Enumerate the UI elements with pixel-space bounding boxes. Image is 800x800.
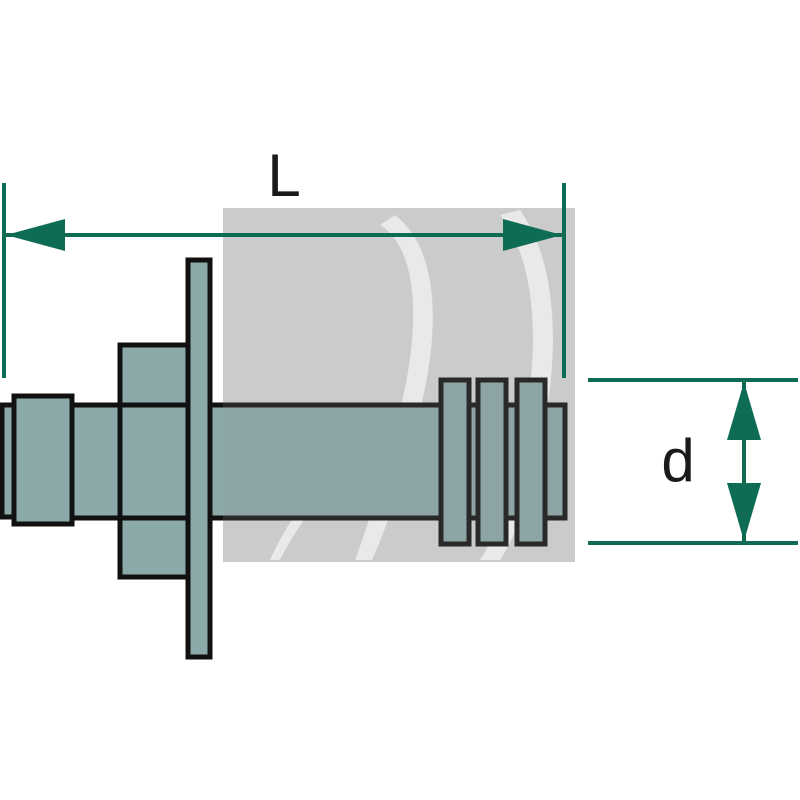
length-label: L <box>267 142 300 209</box>
watermark-overlay <box>223 208 575 562</box>
diameter-dimension <box>588 378 798 545</box>
length-dimension <box>2 183 566 378</box>
barb-ring-1 <box>438 377 472 547</box>
left-collar <box>11 393 75 527</box>
diameter-arrow-top <box>727 382 761 440</box>
diameter-label: d <box>661 427 694 494</box>
length-arrow-right <box>503 219 562 251</box>
pipe-left-section <box>69 402 123 521</box>
flange-plate <box>185 257 213 660</box>
length-arrow-left <box>6 219 65 251</box>
pipe-end <box>542 402 568 521</box>
diameter-arrow-bottom <box>727 483 761 541</box>
hex-nut <box>117 342 193 580</box>
pipe-fitting <box>0 257 568 660</box>
